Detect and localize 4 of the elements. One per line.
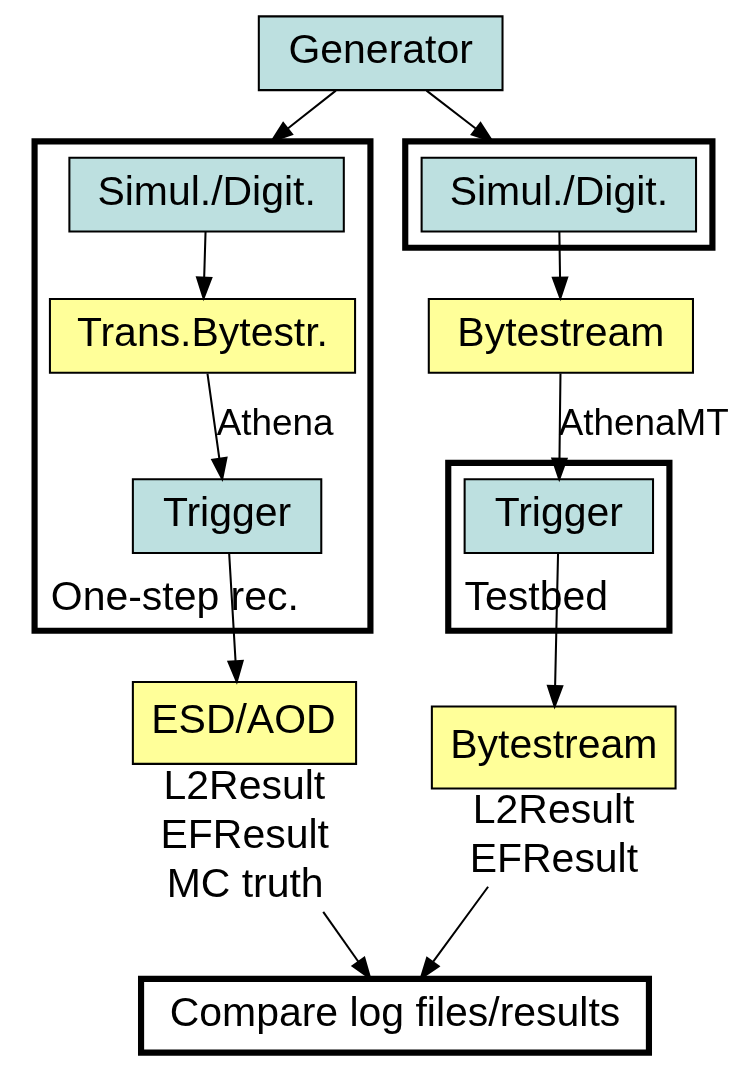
node-label: MC truth bbox=[166, 859, 324, 906]
node-label: EFResult bbox=[469, 835, 639, 882]
edge-label: Athena bbox=[216, 401, 334, 443]
node-label: EFResult bbox=[160, 810, 329, 857]
